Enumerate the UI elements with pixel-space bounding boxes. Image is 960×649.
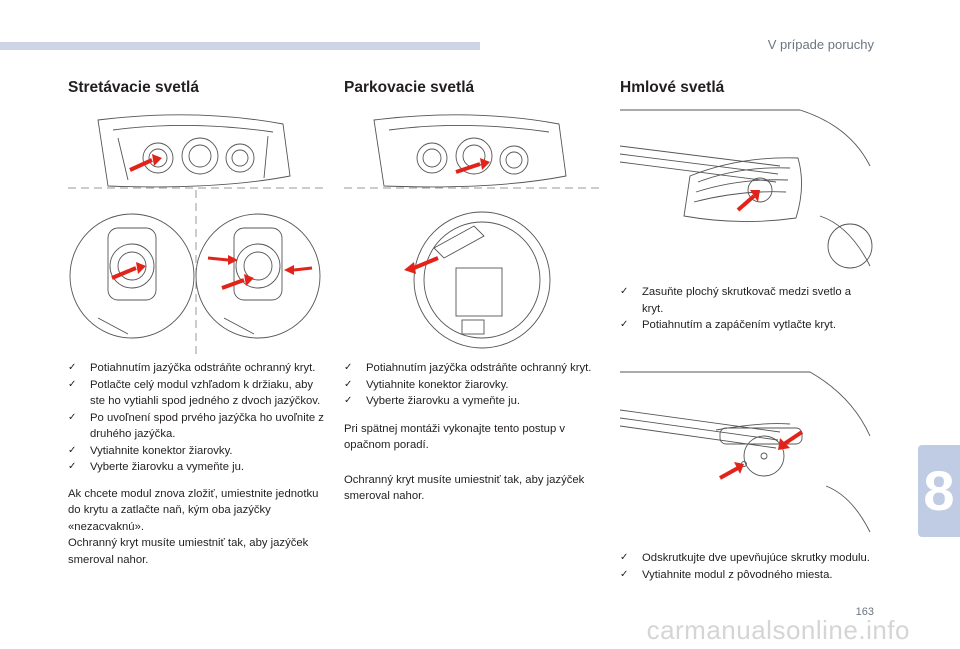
list-item: ✓Potlačte celý modul vzhľadom k držiaku,…	[68, 378, 321, 408]
check-box-icon: ✓	[68, 362, 77, 373]
page-number: 163	[855, 606, 874, 618]
list-item: ✓Potiahnutím jazýčka odstráňte ochranný …	[68, 360, 326, 377]
fog-lamp-module	[743, 435, 785, 477]
fog-steps-a: ✓Zasuňte plochý skrutkovač medzi svetlo …	[620, 284, 872, 334]
list-item: ✓Odskrutkujte dve upevňujúce skrutky mod…	[620, 550, 872, 567]
fog-steps-b: ✓Odskrutkujte dve upevňujúce skrutky mod…	[620, 550, 872, 583]
check-box-icon: ✓	[68, 444, 77, 456]
top-accent-bar	[0, 42, 480, 50]
low-beam-illustration	[68, 114, 323, 356]
low-beam-steps: ✓Potiahnutím jazýčka odstráňte ochranný …	[68, 360, 326, 476]
list-item: ✓Po uvoľnení spod prvého jazýčka ho uvoľ…	[68, 411, 324, 441]
parking-light-illustration	[344, 114, 599, 349]
red-arrow-icon	[719, 430, 804, 480]
fog-text-b: ✓Odskrutkujte dve upevňujúce skrutky mod…	[620, 550, 872, 583]
paragraph: Ochranný kryt musíte umiestniť tak, aby …	[344, 473, 585, 503]
heading-parking: Parkovacie svetlá	[344, 79, 475, 96]
check-box-icon: ✓	[68, 461, 77, 472]
paragraph: Pri spätnej montáži vykonajte tento post…	[344, 422, 566, 452]
list-item: ✓Vytiahnite konektor žiarovky.	[68, 443, 326, 460]
watermark: carmanualsonline.info	[646, 615, 910, 645]
list-item: ✓Zasuňte plochý skrutkovač medzi svetlo …	[620, 286, 852, 315]
list-item: ✓Vyberte žiarovku a vymeňte ju.	[68, 459, 326, 476]
fog-text-a: ✓Zasuňte plochý skrutkovač medzi svetlo …	[620, 284, 872, 334]
list-item: ✓Vytiahnite modul z pôvodného miesta.	[620, 567, 872, 584]
check-box-icon: ✓	[68, 378, 77, 390]
check-box-icon: ✓	[620, 286, 629, 297]
paragraph: Ochranný kryt musíte umiestniť tak, aby …	[68, 537, 309, 566]
heading-fog: Hmlové svetlá	[620, 79, 725, 96]
check-box-icon: ✓	[620, 319, 629, 330]
list-item: ✓Potiahnutím jazýčka odstráňte ochranný …	[344, 360, 594, 377]
red-arrow-icon	[455, 158, 490, 174]
paragraph: Ak chcete modul znova zložiť, umiestnite…	[68, 487, 319, 533]
red-arrow-icon	[404, 256, 439, 274]
check-box-icon: ✓	[620, 552, 629, 563]
chapter-tab: 8	[918, 445, 960, 537]
check-box-icon: ✓	[344, 362, 353, 373]
chapter-number: 8	[923, 459, 955, 522]
check-box-icon: ✓	[68, 411, 77, 423]
check-box-icon: ✓	[620, 568, 629, 580]
check-box-icon: ✓	[344, 378, 353, 390]
low-beam-text: ✓Potiahnutím jazýčka odstráňte ochranný …	[68, 360, 326, 578]
parking-steps: ✓Potiahnutím jazýčka odstráňte ochranný …	[344, 360, 594, 410]
section-header: V prípade poruchy	[767, 37, 874, 52]
list-item: ✓Vyberte žiarovku a vymeňte ju.	[344, 393, 594, 410]
parking-text: ✓Potiahnutím jazýčka odstráňte ochranný …	[344, 360, 594, 515]
red-arrow-icon	[111, 255, 313, 290]
red-arrow-icon	[129, 154, 162, 172]
fog-light-module-illustration	[620, 371, 871, 533]
heading-low-beam: Stretávacie svetlá	[68, 79, 199, 96]
red-arrow-icon	[736, 190, 760, 212]
check-box-icon: ✓	[344, 395, 353, 406]
fog-light-cover-illustration	[620, 109, 873, 269]
list-item: ✓Potiahnutím a zapáčením vytlačte kryt.	[620, 317, 872, 334]
headlamp-housing	[373, 114, 567, 188]
list-item: ✓Vytiahnite konektor žiarovky.	[344, 377, 594, 394]
headlamp-housing	[97, 114, 291, 188]
fog-lamp-bezel	[683, 157, 802, 223]
